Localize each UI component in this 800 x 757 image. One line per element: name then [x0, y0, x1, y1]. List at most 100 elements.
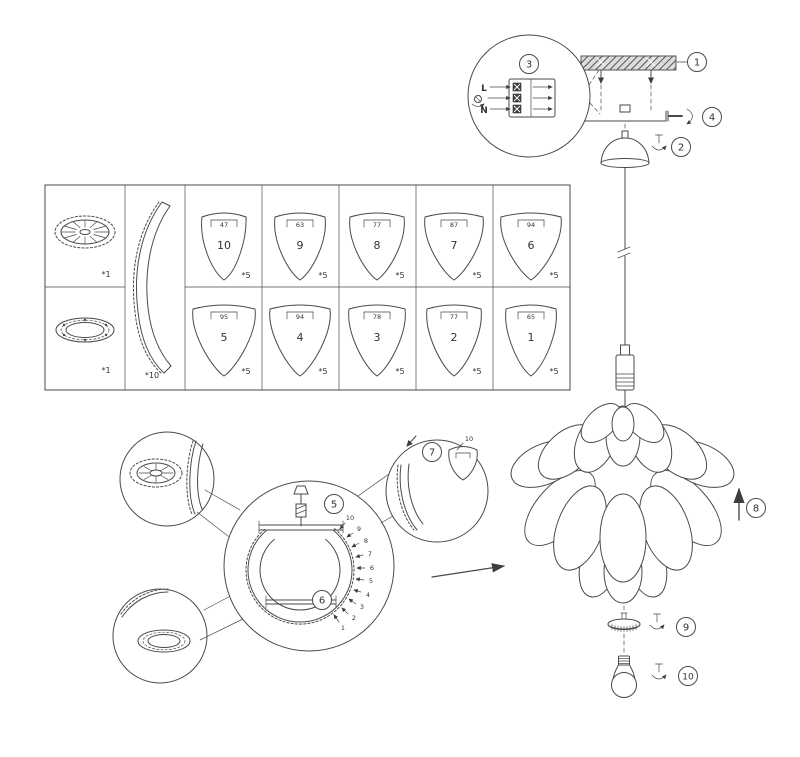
- parts-cell-petal-6: 94 6 *5: [500, 212, 562, 281]
- finial-screw-rotate-icon: [650, 614, 664, 629]
- ring-qty: *1: [101, 366, 110, 375]
- svg-text:4: 4: [297, 331, 304, 344]
- svg-text:2: 2: [352, 614, 356, 622]
- svg-text:4: 4: [366, 591, 370, 599]
- mini-pendant-icon: [293, 485, 309, 527]
- svg-text:77: 77: [373, 221, 381, 229]
- svg-text:*5: *5: [549, 271, 558, 280]
- svg-text:6: 6: [370, 564, 374, 572]
- svg-text:1: 1: [341, 624, 345, 632]
- plate-screw-head-right-icon: [646, 57, 656, 67]
- parts-cell-petal-3: 78 3 *5: [348, 304, 406, 377]
- svg-text:8: 8: [364, 537, 368, 545]
- step-2-badge: 2: [671, 137, 691, 157]
- svg-text:1: 1: [528, 331, 535, 344]
- svg-text:*5: *5: [395, 271, 404, 280]
- terminal-screw-icon: [471, 95, 485, 109]
- lamp-shade: [510, 403, 735, 604]
- svg-text:63: 63: [296, 221, 304, 229]
- parts-cell-petal-10: 47 10 *5: [201, 212, 251, 281]
- bulb-screw-rotate-icon: [652, 664, 666, 679]
- parts-cell-petal-8: 77 8 *5: [349, 212, 405, 281]
- svg-text:9: 9: [357, 525, 361, 533]
- svg-text:7: 7: [451, 239, 458, 252]
- svg-text:3: 3: [360, 603, 364, 611]
- step-8-badge: 8: [746, 498, 766, 518]
- svg-text:10: 10: [217, 239, 231, 252]
- strip-qty: *10: [145, 371, 159, 380]
- svg-text:8: 8: [374, 239, 381, 252]
- svg-text:87: 87: [450, 221, 458, 229]
- shade-petal: [611, 406, 635, 442]
- plate-screw-head-left-icon: [596, 57, 606, 67]
- lamp-socket: [615, 354, 635, 391]
- insert-petal-number: 10: [465, 435, 473, 443]
- parts-cell-petal-9: 63 9 *5: [274, 212, 328, 281]
- svg-text:77: 77: [450, 313, 458, 321]
- detail-inset-disc: [119, 431, 241, 541]
- detail-inset-assembly: 5 6: [223, 480, 395, 652]
- bracket-hub: [619, 104, 631, 113]
- bracket-screw-rotate-icon: [667, 108, 693, 125]
- svg-text:95: 95: [220, 313, 228, 321]
- svg-text:7: 7: [368, 550, 372, 558]
- ceiling-plate: [580, 55, 677, 71]
- step-10-label: 10: [682, 673, 694, 683]
- petal-order-callouts: 10 9 8 7 6 5 4 3 2 1: [333, 514, 374, 632]
- inset-circle-assembly: [223, 480, 395, 652]
- svg-text:94: 94: [527, 221, 535, 229]
- step-6-badge: 6: [312, 590, 332, 610]
- shade-petal: [623, 403, 665, 443]
- parts-table-grid: [44, 184, 571, 391]
- svg-text:94: 94: [296, 313, 304, 321]
- svg-text:*5: *5: [318, 367, 327, 376]
- step-10-badge: 10: [678, 666, 698, 686]
- detail-inset-petal-insert: 10 7: [357, 435, 489, 543]
- wiring-inset: 3 L N: [467, 34, 601, 158]
- step-5-label: 5: [331, 500, 337, 511]
- parts-cell-petal-2: 77 2 *5: [426, 304, 482, 377]
- step-2-label: 2: [678, 143, 684, 154]
- disc-qty: *1: [101, 270, 110, 279]
- svg-text:9: 9: [297, 239, 304, 252]
- svg-text:2: 2: [451, 331, 458, 344]
- step-3-label: 3: [526, 60, 532, 71]
- svg-text:*5: *5: [318, 271, 327, 280]
- svg-text:47: 47: [220, 221, 228, 229]
- part-serrated-strip: *10: [132, 201, 172, 380]
- insert-direction-arrow-icon: [406, 435, 417, 447]
- step-7-badge: 7: [422, 442, 442, 462]
- ceiling-plate-assembly: 1 4 2: [569, 52, 722, 168]
- svg-text:6: 6: [528, 239, 535, 252]
- terminal-screws: [512, 82, 522, 114]
- neutral-label: N: [480, 106, 488, 116]
- svg-text:10: 10: [346, 514, 354, 522]
- svg-text:*5: *5: [472, 367, 481, 376]
- step-9-label: 9: [683, 623, 689, 634]
- light-bulb: [611, 655, 637, 698]
- svg-text:*5: *5: [241, 271, 250, 280]
- step-1-badge: 1: [687, 52, 707, 72]
- detail-inset-ring: [112, 588, 246, 684]
- svg-text:3: 3: [374, 331, 381, 344]
- step-9-badge: 9: [676, 617, 696, 637]
- socket-neck: [620, 344, 630, 356]
- canopy: [600, 137, 650, 164]
- svg-text:65: 65: [527, 313, 535, 321]
- mini-petal: 10: [448, 435, 478, 481]
- finial: [607, 612, 641, 632]
- step-6-label: 6: [319, 596, 325, 607]
- assembly-to-lamp-arrow-icon: [431, 563, 506, 578]
- parts-cell-petal-5: 95 5 *5: [192, 304, 256, 377]
- step-4-badge: 4: [702, 107, 722, 127]
- step-4-label: 4: [709, 113, 715, 124]
- svg-text:*5: *5: [472, 271, 481, 280]
- svg-text:*5: *5: [241, 367, 250, 376]
- pendant-lamp: 8 9: [510, 167, 766, 698]
- terminal-wires: [487, 84, 553, 112]
- step-5-badge: 5: [324, 494, 344, 514]
- svg-text:*5: *5: [549, 367, 558, 376]
- parts-cell-petal-1: 65 1 *5: [505, 304, 559, 377]
